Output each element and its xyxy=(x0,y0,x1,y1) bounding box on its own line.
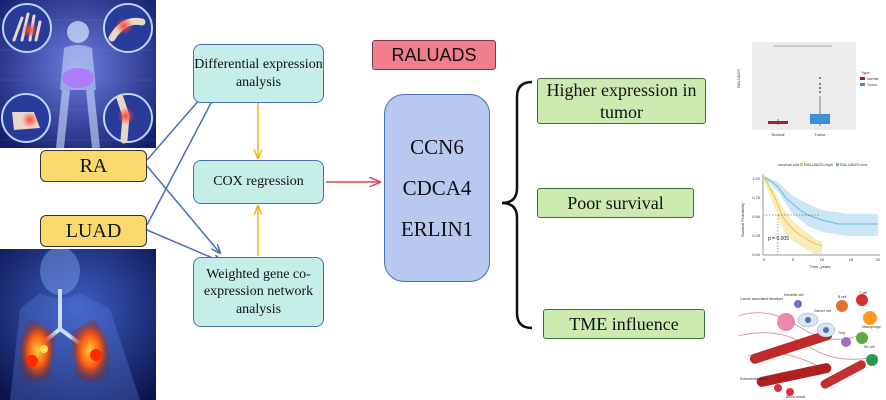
tme-label: B cell xyxy=(838,295,847,299)
survival-curve-high xyxy=(763,176,823,247)
survival-xtick: 5 xyxy=(792,257,795,262)
ra-joint-illustration xyxy=(0,0,156,148)
tumor-box xyxy=(810,114,830,124)
gene-signature-box: CCN6 CDCA4 ERLIN1 xyxy=(384,94,490,282)
survival-xtick: 10 xyxy=(820,257,825,262)
survival-plot: survival plot RALUADS=high RALUADS=low S… xyxy=(738,160,884,272)
tme-label: Dendritic cell xyxy=(784,293,804,297)
wgcna-label: Weighted gene co-expression network anal… xyxy=(203,266,314,317)
expression-boxplot: RALUADS Normal Tumor Type Normal Tumor xyxy=(734,36,884,144)
survival-legend-high: RALUADS=high xyxy=(804,162,833,167)
tme-label: Cancer cell xyxy=(814,309,831,313)
survival-ytick: 0.50 xyxy=(752,214,761,219)
dendritic-cell xyxy=(794,300,802,308)
arrow-ra-wgcna xyxy=(146,165,220,253)
tme-label: Treg xyxy=(838,331,845,335)
boxplot-ylabel: RALUADS xyxy=(736,69,741,88)
survival-ytick: 0.25 xyxy=(752,233,761,238)
boxplot-legend-title: Type xyxy=(861,70,870,75)
tme-label: NK cell xyxy=(864,345,875,349)
survival-pvalue: p = 0.005 xyxy=(768,236,789,242)
tme-label: Cancer associated fibroblast xyxy=(740,297,783,301)
luad-label: LUAD xyxy=(40,215,147,247)
survival-ytick: 1.00 xyxy=(752,176,761,181)
tme-label: Blood vessel xyxy=(786,395,805,399)
normal-box xyxy=(768,121,788,124)
nk-cell xyxy=(856,332,868,344)
survival-title: survival plot xyxy=(778,162,800,167)
tme-influence-label: TME influence xyxy=(569,313,679,334)
luad-lung-illustration xyxy=(0,249,156,400)
survival-curve-low xyxy=(763,176,878,225)
legend-swatch-high xyxy=(800,163,803,166)
survival-band-low xyxy=(764,176,878,236)
t-cell xyxy=(856,294,868,306)
tme-influence-box: TME influence xyxy=(543,309,705,339)
legend-swatch-normal xyxy=(860,77,865,80)
b-cell xyxy=(836,300,848,312)
tme-label: T cell xyxy=(859,291,867,295)
tme-illustration: Cancer associated fibroblast Dendritic c… xyxy=(738,286,886,400)
fibroblast-cell xyxy=(777,313,795,331)
boxplot-category: Tumor xyxy=(814,132,826,137)
boxplot-category: Normal xyxy=(772,132,785,137)
raluads-title: RALUADS xyxy=(372,40,496,70)
legend-swatch-low xyxy=(836,163,839,166)
boxplot-panel xyxy=(752,42,856,130)
survival-xtick: 0 xyxy=(763,257,766,262)
survival-xlabel: Time_years xyxy=(810,264,831,269)
cox-regression-box: COX regression xyxy=(193,160,324,204)
poor-survival-box: Poor survival xyxy=(537,188,694,218)
survival-ytick: 0.75 xyxy=(752,195,761,200)
wgcna-box: Weighted gene co-expression network anal… xyxy=(193,257,324,327)
gene-label: ERLIN1 xyxy=(400,216,474,241)
gene-label: CDCA4 xyxy=(402,175,472,200)
tme-label: Extracellular matrix xyxy=(740,377,769,381)
survival-xtick: 15 xyxy=(849,257,854,262)
gene-label: CCN6 xyxy=(410,135,464,160)
survival-ylabel: Survival Probability xyxy=(740,203,745,237)
survival-ytick: 0.00 xyxy=(752,252,761,257)
treg-cell xyxy=(841,337,851,347)
macrophage xyxy=(863,311,877,325)
arrow-luad-differential xyxy=(146,82,222,226)
survival-band-high xyxy=(764,176,822,254)
bracket-outcomes xyxy=(501,80,533,330)
survival-xtick: 20 xyxy=(876,257,881,262)
legend-swatch-tumor xyxy=(860,83,865,86)
higher-expression-box: Higher expression in tumor xyxy=(537,78,706,124)
differential-expression-box: Differential expression analysis xyxy=(193,44,324,103)
poor-survival-label: Poor survival xyxy=(567,192,664,213)
ra-label: RA xyxy=(40,150,147,182)
blood-vessels xyxy=(749,330,866,389)
differential-expression-label: Differential expression analysis xyxy=(194,57,323,90)
tme-label: Macrophage xyxy=(862,325,881,329)
arrow-luad-wgcna xyxy=(146,229,222,262)
cox-regression-label: COX regression xyxy=(213,174,304,190)
boxplot-legend-item: Tumor xyxy=(867,83,878,87)
higher-expression-label: Higher expression in tumor xyxy=(546,79,697,123)
boxplot-legend-item: Normal xyxy=(867,77,879,81)
survival-legend-low: RALUADS=low xyxy=(840,162,867,167)
